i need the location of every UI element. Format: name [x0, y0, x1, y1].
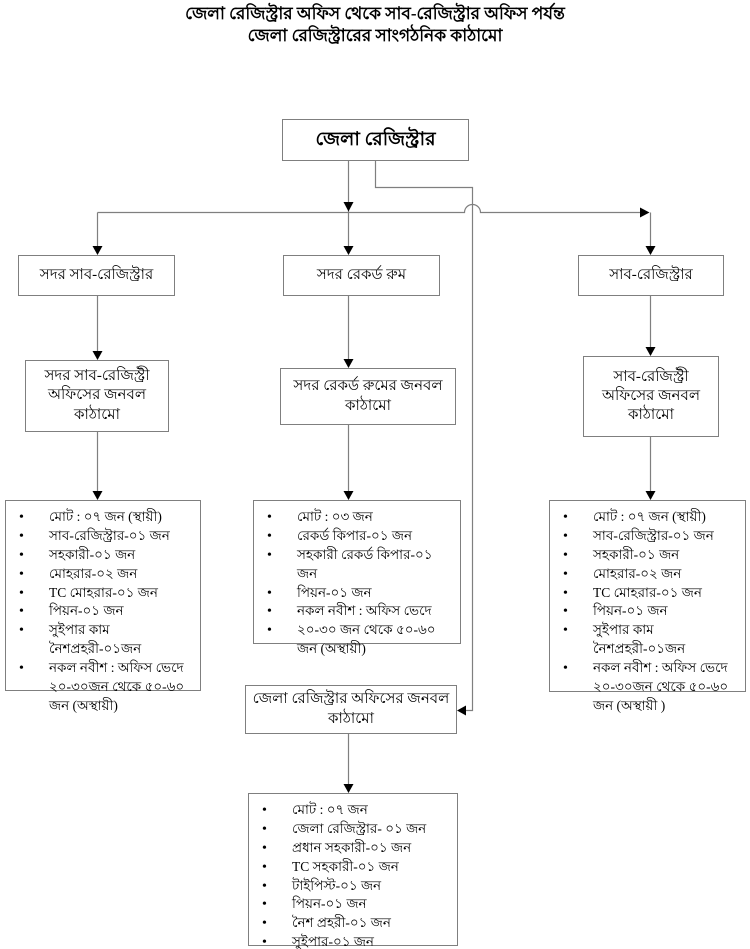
staff-list-item: টাইপিস্ট-০১ জন [262, 877, 453, 896]
arrowhead-down-left-structure [92, 351, 103, 360]
arrowhead-down-sub-registrar [645, 246, 656, 255]
chart-title: জেলা রেজিস্ট্রার অফিস থেকে সাব-রেজিস্ট্র… [0, 3, 750, 47]
node-sub-registry-structure: সাব-রেজিস্ট্রী অফিসের জনবল কাঠামো [583, 356, 719, 437]
staff-list-item: সুইপার-০১ জন [262, 933, 453, 949]
node-sadar-sub-registry-structure: সদর সাব-রেজিস্ট্রী অফিসের জনবল কাঠামো [25, 360, 169, 432]
arrowhead-down-district-staff [343, 784, 354, 793]
arrowhead-down-right-structure [645, 347, 656, 356]
staff-list-item: পিয়ন-০১ জন [262, 895, 453, 914]
staff-list-item: পিয়ন-০১ জন [19, 602, 196, 621]
node-sadar-record-room: সদর রেকর্ড রুম [283, 255, 440, 296]
arrowhead-down-right-staff [645, 491, 656, 500]
staff-list-sadar-sub-registry: মোট : ০৭ জন (স্থায়ী)সাব-রেজিস্ট্রার-০১ … [6, 508, 200, 716]
staff-list-item: নকল নবীশ : অফিস ভেদে ২০-৩০জন থেকে ৫০-৬০ … [19, 659, 196, 716]
staff-list-item: পিয়ন-০১ জন [267, 584, 456, 603]
staff-list-item: জেলা রেজিস্ট্রার- ০১ জন [262, 820, 453, 839]
staff-list-item: নকল নবীশ : অফিস ভেদে ২০-৩০জন থেকে ৫০-৬০ … [563, 659, 741, 716]
arrowhead-down-sadar-sub-registrar [92, 246, 103, 255]
chart-title-line2: জেলা রেজিস্ট্রারের সাংগঠনিক কাঠামো [247, 26, 503, 46]
arrowhead-left-district-office [457, 705, 466, 716]
staff-list-item: সহকারী-০১ জন [563, 546, 741, 565]
staff-list-record-room: মোট : ০৩ জনরেকর্ড কিপার-০১ জনসহকারী রেকর… [254, 508, 460, 659]
arrowhead-down-center-staff [343, 491, 354, 500]
staff-list-item: মোহরার-০২ জন [563, 565, 741, 584]
staff-list-item: TC সহকারী-০১ জন [262, 858, 453, 877]
staff-list-item: TC মোহরার-০১ জন [19, 584, 196, 603]
node-district-registrar: জেলা রেজিস্ট্রার [282, 119, 469, 161]
staff-list-item: মোহরার-০২ জন [19, 565, 196, 584]
staff-box-sub-registry: মোট : ০৭ জন (স্থায়ী)সাব-রেজিস্ট্রার-০১ … [549, 500, 746, 713]
staff-list-item: ২০-৩০ জন থেকে ৫০-৬০ জন (অস্থায়ী) [267, 621, 456, 659]
staff-list-item: প্রধান সহকারী-০১ জন [262, 839, 453, 858]
connector-horizontal-bus [97, 203, 646, 214]
staff-list-item: মোট : ০৩ জন [267, 508, 456, 527]
staff-list-item: মোট : ০৭ জন [262, 801, 453, 820]
staff-box-sadar-sub-registry: মোট : ০৭ জন (স্থায়ী)সাব-রেজিস্ট্রার-০১ … [5, 500, 201, 713]
arrowhead-down-left-staff [92, 491, 103, 500]
staff-list-item: সহকারী রেকর্ড কিপার-০১ জন [267, 546, 456, 584]
staff-list-sub-registry: মোট : ০৭ জন (স্থায়ী)সাব-রেজিস্ট্রার-০১ … [550, 508, 745, 716]
staff-box-district-registrar-office: মোট : ০৭ জনজেলা রেজিস্ট্রার- ০১ জনপ্রধান… [248, 793, 458, 949]
staff-list-item: সুইপার কাম নৈশপ্রহরী-০১জন [19, 621, 196, 659]
staff-list-item: সাব-রেজিস্ট্রার-০১ জন [19, 527, 196, 546]
arrowhead-down-bus [343, 202, 354, 212]
staff-list-item: মোট : ০৭ জন (স্থায়ী) [563, 508, 741, 527]
staff-list-item: TC মোহরার-০১ জন [563, 584, 741, 603]
staff-list-item: সহকারী-০১ জন [19, 546, 196, 565]
arrowhead-down-center-structure [343, 359, 354, 368]
arrowhead-right-bus-end [640, 207, 650, 218]
staff-list-district-registrar-office: মোট : ০৭ জনজেলা রেজিস্ট্রার- ০১ জনপ্রধান… [249, 801, 457, 949]
staff-list-item: নকল নবীশ : অফিস ভেদে [267, 602, 456, 621]
node-sub-registrar-office: সাব-রেজিস্ট্রার [578, 255, 724, 296]
staff-list-item: মোট : ০৭ জন (স্থায়ী) [19, 508, 196, 527]
staff-list-item: সুইপার কাম নৈশপ্রহরী-০১জন [563, 621, 741, 659]
staff-list-item: নৈশ প্রহরী-০১ জন [262, 914, 453, 933]
node-district-registrar-office-structure: জেলা রেজিস্ট্রার অফিসের জনবল কাঠামো [245, 685, 457, 734]
node-record-room-structure: সদর রেকর্ড রুমের জনবল কাঠামো [280, 368, 456, 425]
staff-box-record-room: মোট : ০৩ জনরেকর্ড কিপার-০১ জনসহকারী রেকর… [253, 500, 461, 656]
staff-list-item: সাব-রেজিস্ট্রার-০১ জন [563, 527, 741, 546]
staff-list-item: পিয়ন-০১ জন [563, 602, 741, 621]
node-sadar-sub-registrar-office: সদর সাব-রেজিস্ট্রার [18, 255, 175, 296]
staff-list-item: রেকর্ড কিপার-০১ জন [267, 527, 456, 546]
arrowhead-down-record-room [343, 246, 354, 255]
chart-title-line1: জেলা রেজিস্ট্রার অফিস থেকে সাব-রেজিস্ট্র… [185, 4, 565, 23]
